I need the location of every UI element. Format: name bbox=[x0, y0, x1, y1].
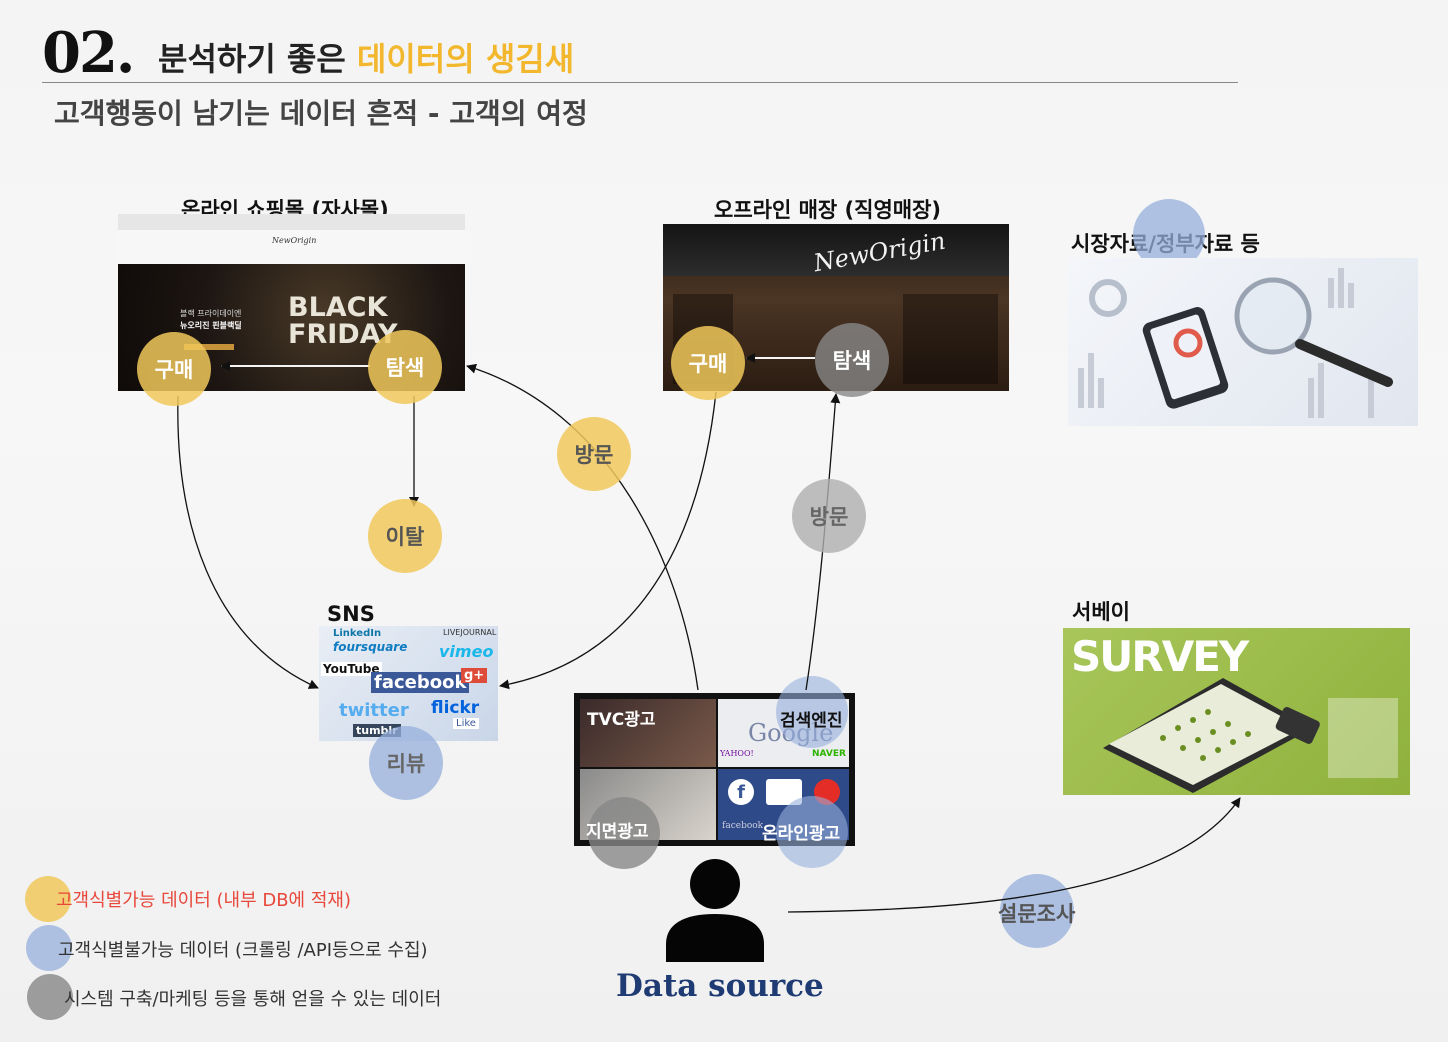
banner-button bbox=[184, 344, 234, 350]
node-search-online-label: 탐색 bbox=[385, 356, 425, 380]
survey-label: 서베이 bbox=[1072, 600, 1130, 624]
legend-dot-blue bbox=[26, 925, 72, 971]
sns-word-twitter: twitter bbox=[339, 700, 409, 721]
legend-item-identifiable: 고객식별가능 데이터 (내부 DB에 적재) bbox=[56, 890, 351, 911]
sns-image: LinkedIn foursquare LIVEJOURNAL YouTube … bbox=[319, 626, 498, 741]
site-header: NewOrigin bbox=[118, 230, 465, 264]
online-ad-marker bbox=[776, 796, 848, 868]
browser-bar bbox=[118, 214, 465, 230]
sns-word-flickr: flickr bbox=[431, 698, 480, 718]
node-search-offline: 탐색 bbox=[815, 323, 889, 397]
sns-word-gplus: g+ bbox=[461, 668, 488, 683]
arrow-datasource-to-survey bbox=[787, 797, 1241, 913]
site-logo: NewOrigin bbox=[272, 236, 317, 245]
arrow-datasource-to-online bbox=[466, 363, 699, 691]
sns-word-vimeo: vimeo bbox=[439, 642, 494, 661]
node-review: 리뷰 bbox=[369, 726, 443, 800]
tvc-label: TVC광고 bbox=[587, 710, 656, 730]
market-data-illustration bbox=[1078, 268, 1393, 418]
node-visit-online: 방문 bbox=[557, 417, 631, 491]
banner-small-2: 뉴오리진 핀블랙딜 bbox=[180, 321, 242, 330]
sns-word-youtube: YouTube bbox=[321, 662, 382, 676]
yahoo-logo: YAHOO! bbox=[720, 749, 754, 758]
online-ad-label: 온라인광고 bbox=[762, 824, 841, 844]
print-ad-label: 지면광고 bbox=[586, 822, 649, 842]
print-ad-marker bbox=[588, 797, 660, 869]
page-title-main: 분석하기 좋은 bbox=[158, 40, 346, 78]
legend-item-system: 시스템 구축/마케팅 등을 통해 얻을 수 있는 데이터 bbox=[64, 989, 442, 1010]
store-facade bbox=[663, 224, 1009, 276]
node-buy-online: 구매 bbox=[137, 332, 211, 406]
page-title-accent: 데이터의 생김새 bbox=[356, 40, 575, 78]
node-visit-online-label: 방문 bbox=[574, 443, 614, 467]
title-divider bbox=[42, 82, 1238, 83]
market-data-image bbox=[1068, 258, 1418, 426]
node-buy-online-label: 구매 bbox=[154, 358, 194, 382]
node-search-offline-label: 탐색 bbox=[832, 349, 872, 373]
legend-dot-yellow bbox=[25, 876, 71, 922]
person-icon bbox=[666, 859, 764, 962]
node-buy-offline-label: 구매 bbox=[688, 352, 728, 376]
facebook-small-logo: facebook bbox=[722, 821, 764, 831]
legend-item-unidentifiable: 고객식별불가능 데이터 (크롤링 /API등으로 수집) bbox=[58, 940, 428, 961]
node-review-label: 리뷰 bbox=[386, 752, 426, 776]
node-survey bbox=[1000, 874, 1074, 948]
data-source-label: Data source bbox=[616, 968, 824, 1004]
offline-store-label: 오프라인 매장 (직영매장) bbox=[714, 198, 942, 222]
search-engine-marker bbox=[776, 676, 848, 748]
survey-image: SURVEY bbox=[1063, 628, 1410, 795]
node-search-online: 탐색 bbox=[368, 330, 442, 404]
survey-illustration bbox=[1103, 678, 1398, 793]
search-engine-label: 검색엔진 bbox=[780, 711, 843, 731]
node-survey-label: 설문조사 bbox=[998, 902, 1076, 926]
banner-title-1: BLACK bbox=[288, 292, 388, 323]
facebook-icon: f bbox=[728, 779, 754, 805]
sns-label: SNS bbox=[327, 602, 375, 626]
node-churn: 이탈 bbox=[368, 499, 442, 573]
naver-logo: NAVER bbox=[812, 749, 846, 759]
page-title: 분석하기 좋은 데이터의 생김새 bbox=[158, 34, 574, 80]
banner-small-1: 블랙 프라이데이엔 bbox=[180, 309, 242, 318]
node-visit-offline-label: 방문 bbox=[809, 505, 849, 529]
store-window-2 bbox=[903, 294, 998, 384]
node-visit-offline: 방문 bbox=[792, 479, 866, 553]
section-number: 02. bbox=[42, 20, 135, 86]
sns-word-foursquare: foursquare bbox=[333, 640, 408, 654]
sns-word-linkedin: LinkedIn bbox=[333, 628, 382, 639]
node-buy-offline: 구매 bbox=[671, 326, 745, 400]
survey-image-title: SURVEY bbox=[1071, 632, 1249, 681]
legend-dot-gray bbox=[27, 974, 73, 1020]
sns-word-livejournal: LIVEJOURNAL bbox=[443, 628, 497, 637]
page-subtitle: 고객행동이 남기는 데이터 흔적 - 고객의 여정 bbox=[54, 97, 588, 130]
arrow-offline-buy-to-sns bbox=[499, 391, 717, 690]
arrow-buy-to-sns bbox=[177, 395, 319, 689]
sns-word-like: Like bbox=[453, 718, 479, 729]
sns-word-facebook: facebook bbox=[371, 672, 470, 693]
node-churn-label: 이탈 bbox=[385, 525, 425, 549]
tvc-tile bbox=[580, 699, 716, 767]
